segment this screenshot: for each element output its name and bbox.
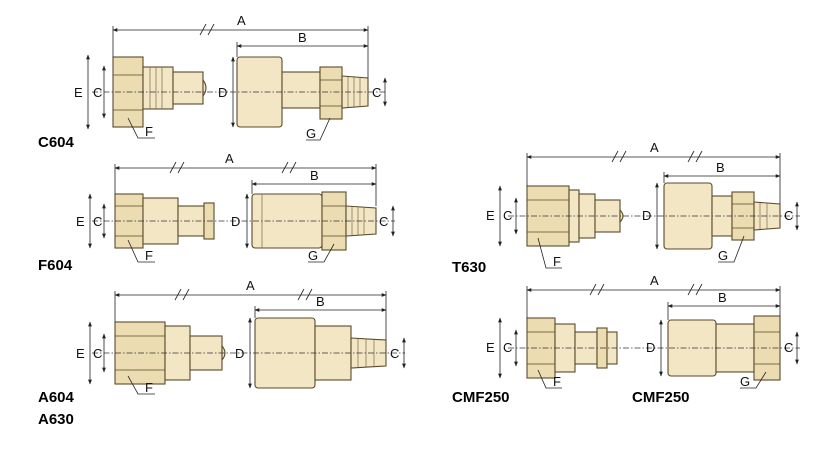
- cmf250-group: A B E C D C F G CMF250 CMF250: [452, 273, 800, 406]
- a604-dim-c2-label: C: [390, 346, 399, 361]
- t630-dim-c2-label: C: [784, 208, 793, 223]
- c604-dim-g-label: G: [306, 126, 316, 141]
- a630-model-label: A630: [38, 411, 74, 428]
- t630-socket-body: [663, 182, 781, 250]
- c604-model-label: C604: [38, 134, 75, 151]
- c604-dim-d-label: D: [218, 85, 227, 100]
- cmf250-plug-model-label: CMF250: [452, 389, 510, 406]
- cmf250-dim-a-label: A: [650, 273, 659, 288]
- t630-group: A B E C D C F G T630: [452, 140, 800, 276]
- c604-dim-e-label: E: [74, 85, 83, 100]
- f604-dim-b-label: B: [310, 168, 319, 183]
- f604-dim-g-label: G: [308, 248, 318, 263]
- t630-dim-a-label: A: [650, 140, 659, 155]
- t630-dim-d-label: D: [642, 208, 651, 223]
- cmf250-dim-c-label: C: [503, 340, 512, 355]
- f604-dim-a-label: A: [225, 151, 234, 166]
- c604-group: A B E C D C F G C604: [38, 13, 387, 151]
- t630-model-label: T630: [452, 259, 486, 276]
- f604-socket-body: [251, 191, 377, 251]
- cmf250-dim-f-label: F: [553, 374, 561, 389]
- c604-dim-b-label: B: [298, 30, 307, 45]
- cmf250-dim-d-label: D: [646, 340, 655, 355]
- f604-dim-c2-label: C: [379, 214, 388, 229]
- a604-dim-b-label: B: [316, 294, 325, 309]
- f604-dim-c-label: C: [93, 214, 102, 229]
- a604-socket-body: [254, 317, 387, 389]
- f604-group: A B E C D C F G F604: [38, 151, 395, 274]
- cmf250-dim-c2-label: C: [784, 340, 793, 355]
- c604-dim-c-label: C: [93, 85, 102, 100]
- a604-plug-body: [114, 321, 226, 385]
- c604-dim-f-label: F: [145, 124, 153, 139]
- cmf250-dim-e-label: E: [486, 340, 495, 355]
- f604-dim-e-label: E: [76, 214, 85, 229]
- t630-dim-e-label: E: [486, 208, 495, 223]
- c604-dim-a-label: A: [237, 13, 246, 28]
- f604-dim-d-label: D: [231, 214, 240, 229]
- a604-dim-f-label: F: [145, 380, 153, 395]
- t630-dim-g-label: G: [718, 248, 728, 263]
- cmf250-dim-b-label: B: [718, 290, 727, 305]
- t630-dim-f-label: F: [553, 254, 561, 269]
- t630-dim-c-label: C: [503, 208, 512, 223]
- cmf250-socket-model-label: CMF250: [632, 389, 690, 406]
- a604-dim-e-label: E: [76, 346, 85, 361]
- cmf250-dim-g-label: G: [740, 374, 750, 389]
- t630-dim-b-label: B: [716, 160, 725, 175]
- f604-model-label: F604: [38, 257, 73, 274]
- a604-dim-c-label: C: [93, 346, 102, 361]
- a604-group: A B E C D C F A604 A630: [38, 278, 406, 428]
- a604-dim-d-label: D: [235, 346, 244, 361]
- c604-dim-c2-label: C: [372, 85, 381, 100]
- f604-dim-f-label: F: [145, 248, 153, 263]
- a604-model-label: A604: [38, 389, 75, 406]
- a604-dim-a-label: A: [246, 278, 255, 293]
